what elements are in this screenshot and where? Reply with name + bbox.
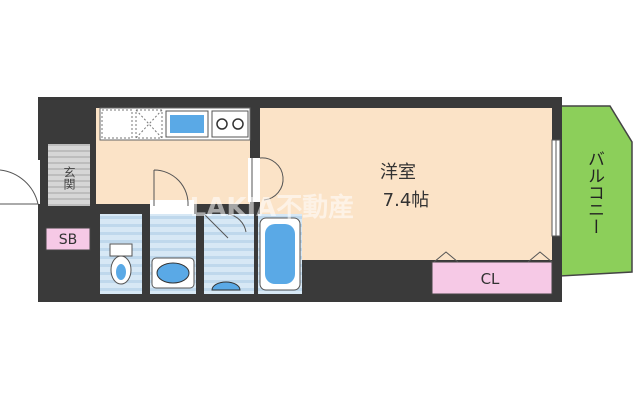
shoe-box-label: SB [59, 232, 78, 248]
western-room-label: 洋室 [380, 162, 416, 183]
dressing-room [204, 214, 254, 294]
shoe-box [45, 227, 91, 251]
bathtub-icon [258, 214, 302, 294]
balcony-window [551, 139, 561, 237]
western-room-lower-floor [312, 206, 432, 260]
bath-door [203, 213, 247, 239]
entrance-door [0, 160, 40, 205]
balcony-label: バルコニー [584, 150, 604, 235]
watermark: LAKIA不動産 [190, 192, 355, 223]
washbasin-room [150, 214, 196, 294]
fridge-icon [135, 109, 163, 139]
room-door [248, 157, 284, 202]
toilet-room [100, 214, 142, 294]
corridor-door [150, 169, 194, 214]
sink-icon [165, 110, 209, 138]
entrance-label: 玄関 [62, 165, 76, 190]
closet-label: CL [481, 270, 500, 288]
washer-spot [101, 109, 133, 139]
western-room-size: 7.4帖 [383, 190, 430, 211]
closet [431, 251, 553, 295]
entrance-floor [48, 144, 90, 206]
stove-icon [211, 110, 249, 138]
